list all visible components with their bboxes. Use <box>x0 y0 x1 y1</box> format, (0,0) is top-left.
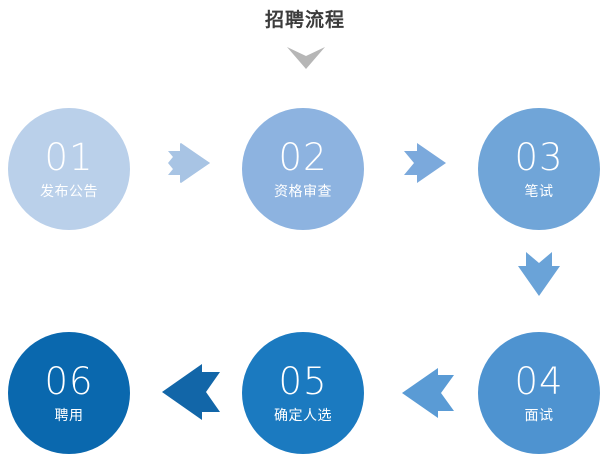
step-circle-01[interactable]: 01 发布公告 <box>8 108 130 230</box>
step-number: 02 <box>278 135 328 179</box>
step-circle-04[interactable]: 04 面试 <box>478 332 600 454</box>
step-number: 06 <box>44 359 94 403</box>
step-circle-05[interactable]: 05 确定人选 <box>242 332 364 454</box>
step-number: 05 <box>278 359 328 403</box>
page-title: 招聘流程 <box>264 10 345 31</box>
step-circle-06[interactable]: 06 聘用 <box>8 332 130 454</box>
step-circle-02[interactable]: 02 资格审查 <box>242 108 364 230</box>
arrow-left-icon-05-06 <box>162 364 220 420</box>
step-label: 资格审查 <box>274 182 332 199</box>
step-number: 01 <box>44 135 94 179</box>
arrow-left-icon-04-05 <box>402 368 454 418</box>
step-label: 面试 <box>524 406 554 423</box>
step-number: 03 <box>514 135 564 179</box>
step-circle-03[interactable]: 03 笔试 <box>478 108 600 230</box>
arrow-down-icon-03-04 <box>518 252 560 296</box>
arrow-right-icon-01-02 <box>168 143 210 183</box>
step-label: 笔试 <box>524 182 554 199</box>
arrow-right-icon-02-03 <box>404 143 446 183</box>
step-label: 聘用 <box>54 406 84 423</box>
chevron-down-icon <box>287 47 325 73</box>
step-label: 确定人选 <box>274 406 332 423</box>
step-number: 04 <box>514 359 564 403</box>
step-label: 发布公告 <box>40 182 98 199</box>
